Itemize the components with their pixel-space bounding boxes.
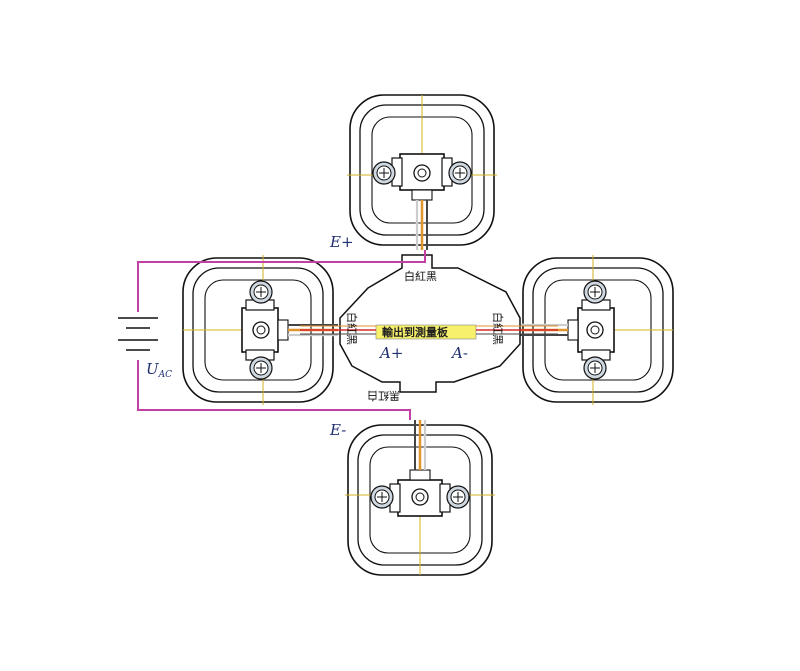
label-a-minus: A-	[450, 344, 468, 362]
battery-icon	[118, 317, 158, 351]
right-wire-label: 白紅黑	[491, 312, 505, 345]
label-e-minus: E-	[329, 421, 346, 439]
label-a-plus: A+	[378, 344, 403, 362]
excitation-wire-plus	[137, 250, 426, 312]
load-cell-bottom	[343, 418, 497, 577]
load-cell-top	[345, 93, 499, 252]
junction-board	[339, 254, 521, 393]
top-wire-label: 白紅黑	[404, 269, 437, 283]
left-wire-label: 白紅黑	[345, 312, 359, 345]
label-u-main: U	[146, 360, 160, 378]
label-u-ac: UAC	[146, 360, 172, 380]
bottom-wire-label: 黑紅白	[367, 389, 400, 403]
excitation-wire-minus	[137, 360, 411, 420]
board-label: 輸出到測量板	[382, 325, 449, 339]
label-e-plus: E+	[329, 233, 354, 251]
label-u-sub: AC	[158, 370, 172, 380]
